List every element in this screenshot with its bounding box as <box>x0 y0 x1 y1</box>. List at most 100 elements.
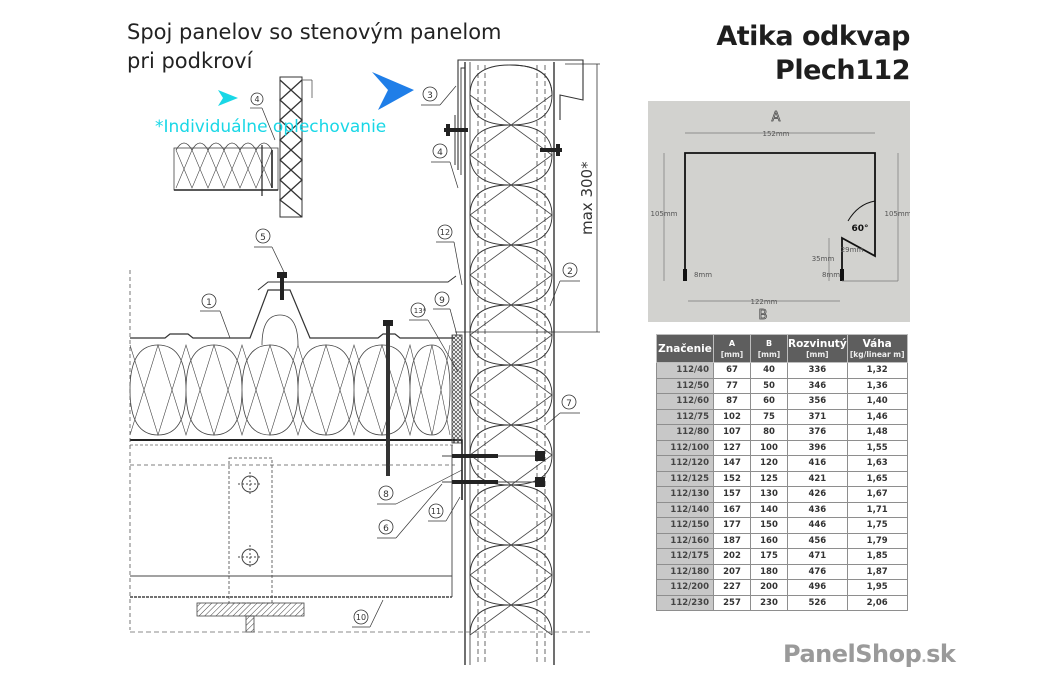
profile-dim-hem-right: 8mm <box>822 271 840 279</box>
callout-5: 5 <box>254 228 285 273</box>
cell-weight: 2,06 <box>846 594 908 611</box>
svg-text:4: 4 <box>437 148 443 158</box>
roof-panel <box>129 272 463 476</box>
callout-3: 3 <box>421 85 457 106</box>
cell-weight: 1,67 <box>846 486 908 503</box>
callout-8: 8 <box>377 469 463 505</box>
callout-13: 13* <box>409 302 459 373</box>
cell-weight: 1,46 <box>846 408 908 425</box>
header-weight: Váha[kg/linear m] <box>846 334 908 363</box>
cell-designation: 112/175 <box>656 548 714 565</box>
svg-text:1: 1 <box>206 298 212 308</box>
cell-b: 180 <box>750 563 788 580</box>
svg-text:2: 2 <box>567 267 573 277</box>
screw-icon <box>277 272 287 300</box>
svg-text:13*: 13* <box>414 307 427 315</box>
cell-weight: 1,85 <box>846 548 908 565</box>
cell-designation: 112/80 <box>656 424 714 441</box>
cell-designation: 112/40 <box>656 362 714 379</box>
screw-icon <box>442 451 545 461</box>
cell-a: 257 <box>713 594 751 611</box>
logo-tld: sk <box>926 640 956 668</box>
profile-label-b: B <box>759 308 768 322</box>
cell-a: 187 <box>713 532 751 549</box>
header-a: A[mm] <box>713 334 751 363</box>
cell-developed-width: 446 <box>787 517 848 534</box>
wall-fixings <box>442 439 545 500</box>
cell-developed-width: 526 <box>787 594 848 611</box>
section-drawing: 4 <box>129 59 600 665</box>
cell-weight: 1,36 <box>846 377 908 394</box>
profile-dim-left: 105mm <box>651 210 678 218</box>
cell-designation: 112/150 <box>656 517 714 534</box>
cell-developed-width: 421 <box>787 470 848 487</box>
cell-a: 152 <box>713 470 751 487</box>
callout-7: 7 <box>545 394 580 426</box>
svg-text:4: 4 <box>254 95 259 104</box>
header-designation: Značenie <box>656 334 714 363</box>
cell-designation: 112/180 <box>656 563 714 580</box>
svg-text:6: 6 <box>383 524 389 534</box>
cell-b: 200 <box>750 579 788 596</box>
logo-main: PanelShop <box>783 640 922 668</box>
cell-weight: 1,32 <box>846 362 908 379</box>
cell-a: 147 <box>713 455 751 472</box>
table-header-row: Značenie A[mm] B[mm] Rozvinutý[mm] Váha[… <box>656 334 908 363</box>
profile-dim-right: 105mm <box>885 210 911 218</box>
cell-designation: 112/100 <box>656 439 714 456</box>
svg-text:11: 11 <box>431 507 441 516</box>
dimension-max-300: max 300* <box>455 63 600 333</box>
header-developed-width: Rozvinutý[mm] <box>787 334 848 363</box>
inset-pointer-arrow-icon <box>218 90 238 106</box>
cell-a: 157 <box>713 486 751 503</box>
cell-a: 102 <box>713 408 751 425</box>
cell-a: 127 <box>713 439 751 456</box>
bolt-hole-icon <box>238 472 262 496</box>
cell-weight: 1,48 <box>846 424 908 441</box>
profile-dim-slope: 29mm <box>841 246 864 254</box>
profile-label-a: A <box>772 110 781 125</box>
svg-text:max 300*: max 300* <box>578 161 596 235</box>
bolt-hole-icon <box>238 545 262 569</box>
cell-weight: 1,65 <box>846 470 908 487</box>
cell-a: 77 <box>713 377 751 394</box>
cell-b: 230 <box>750 594 788 611</box>
individual-flashing-note: *Individuálne oplechovanie <box>155 117 387 137</box>
cell-b: 130 <box>750 486 788 503</box>
cell-designation: 112/200 <box>656 579 714 596</box>
cell-b: 120 <box>750 455 788 472</box>
callout-10: 10 <box>352 599 384 628</box>
cell-a: 67 <box>713 362 751 379</box>
svg-text:12: 12 <box>440 228 450 237</box>
cell-developed-width: 456 <box>787 532 848 549</box>
inset-callout-4: 4 <box>250 92 276 141</box>
cell-designation: 112/50 <box>656 377 714 394</box>
cell-designation: 112/120 <box>656 455 714 472</box>
logo-dot: . <box>921 650 927 666</box>
profile-dim-top: 152mm <box>763 130 790 138</box>
cell-developed-width: 496 <box>787 579 848 596</box>
cell-designation: 112/130 <box>656 486 714 503</box>
callout-9: 9 <box>433 291 458 336</box>
cell-b: 40 <box>750 362 788 379</box>
product-title-line1: Atika odkvap <box>716 21 910 52</box>
inset-detail: 4 <box>173 76 313 218</box>
cell-b: 100 <box>750 439 788 456</box>
cell-a: 227 <box>713 579 751 596</box>
profile-dim-bottom: 122mm <box>751 298 778 306</box>
cell-developed-width: 371 <box>787 408 848 425</box>
drawing-title-line2: pri podkroví <box>127 49 253 73</box>
cell-b: 80 <box>750 424 788 441</box>
panelshop-logo: PanelShop.sk <box>783 640 956 668</box>
profile-dim-hem-left: 8mm <box>694 271 712 279</box>
